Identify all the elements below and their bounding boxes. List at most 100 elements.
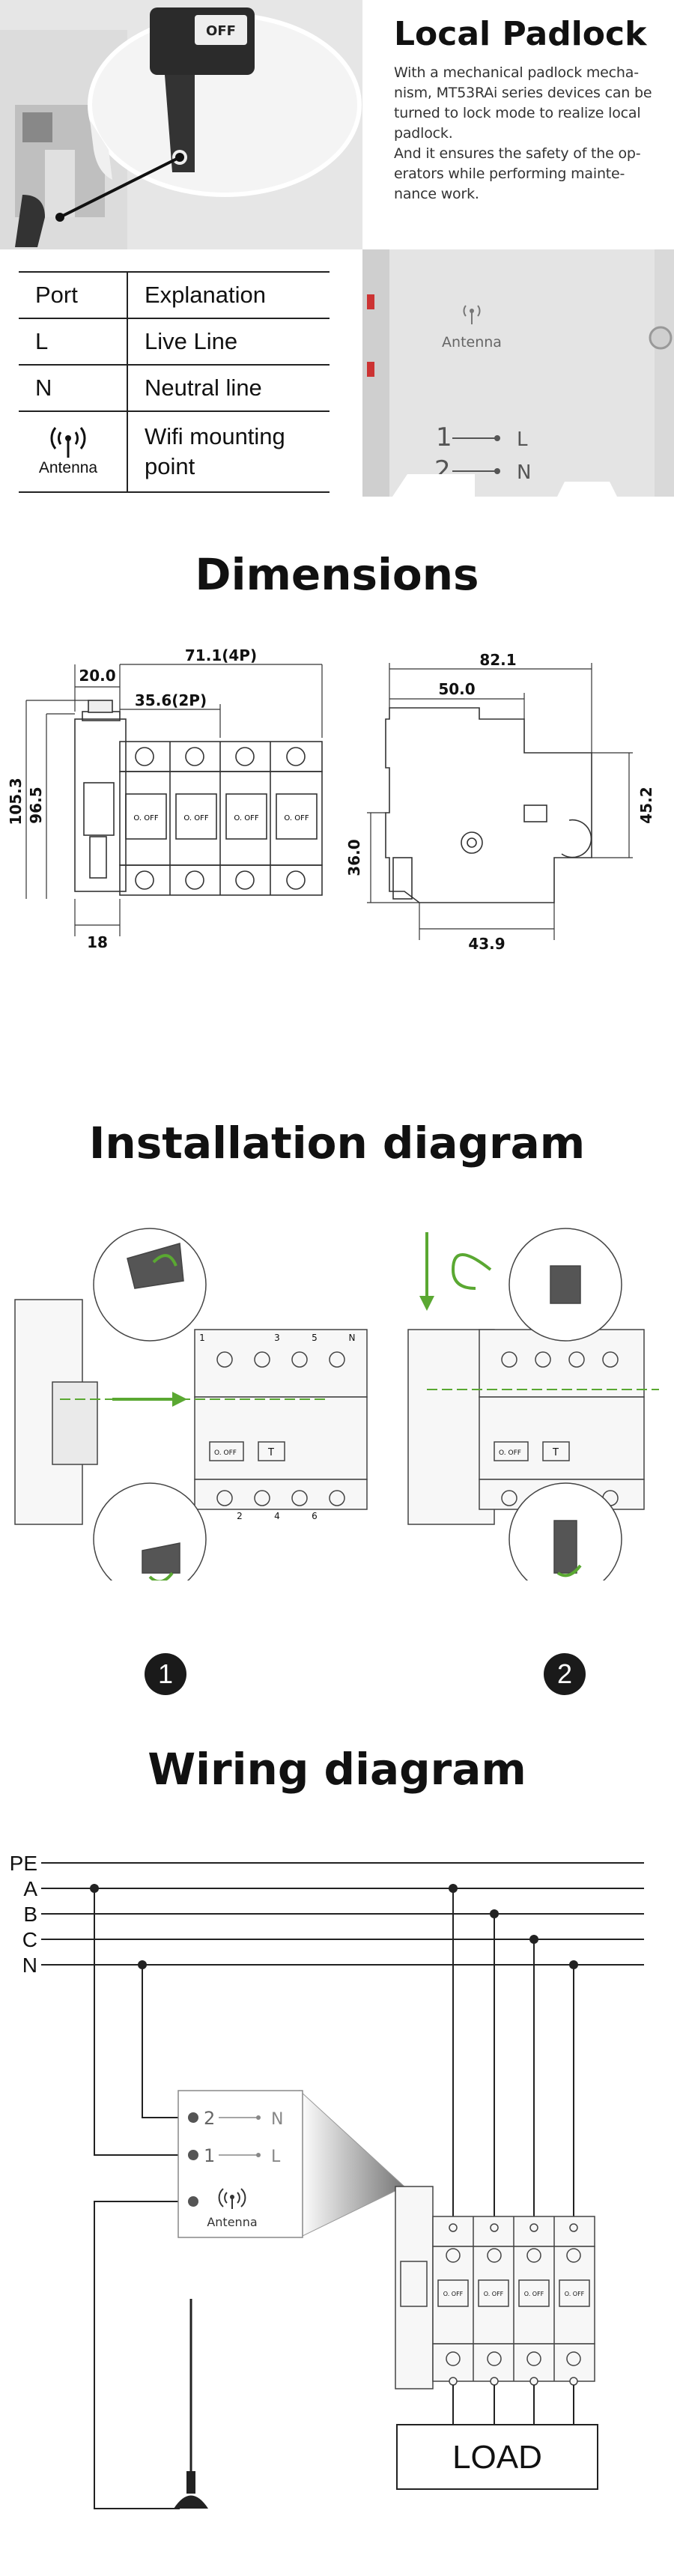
port-table: Port Explanation L Live Line N Neutral l… [19,271,330,493]
side-view [385,707,592,903]
installation-drawing: O. OFF T 1 3 5 N 2 4 6 O. OFF T [14,1228,659,1581]
bus-label: PE [10,1852,37,1875]
callout-row2-num: 1 [204,2145,215,2166]
antenna-label: Antenna [38,459,98,476]
dim-width-4p: 71.1(4P) [185,646,257,664]
dim-side-top: 50.0 [438,680,475,698]
port-photo-illustration: Antenna 1 L 2 N [362,249,674,517]
desc-line: padlock. [394,125,453,142]
installation-step2-illustration [407,1228,645,1581]
desc-line: With a mechanical padlock mecha- [394,64,639,81]
down-arrow-head [419,1296,434,1311]
dim-top-offset: 20.0 [79,667,115,685]
dim-side-total: 82.1 [479,651,516,669]
photo-line2-label: N [517,461,531,484]
callout-row2-label: L [271,2148,281,2166]
external-antenna-icon [174,2299,208,2509]
photo-line1-num: 1 [436,422,452,452]
breaker-off-label: O. OFF [443,2291,464,2297]
wiring-title: Wiring diagram [148,1744,526,1795]
step-1-badge: 1 [145,1653,186,1695]
callout-antenna-icon [218,2188,246,2209]
explanation-cell: Neutral line [127,364,330,412]
desc-line: erators while performing mainte- [394,166,625,182]
breaker-off-label: O. OFF [524,2291,544,2297]
port-row: N Neutral line [19,364,330,412]
rotate-arrow [556,1564,582,1578]
port-header: Port [19,271,128,319]
port-cell: L [19,318,128,366]
port-cell: Antenna [19,410,128,493]
photo-off-label: OFF [206,23,236,39]
dimensions-title: Dimensions [195,549,479,600]
explanation-header: Explanation [127,271,330,319]
insert-arrow-head [172,1392,187,1407]
desc-line: nism, MT53RAi series devices can be [394,85,652,101]
step1-test-button-label: T [267,1447,274,1458]
explanation-line: point [145,453,195,479]
bus-label: A [23,1877,37,1900]
port-row: L Live Line [19,318,330,366]
callout-cone [299,2089,405,2238]
port-row: Antenna Wifi mounting point [19,410,330,493]
dim-height-total: 105.3 [7,778,25,825]
dimensions-drawing: O. OFF O. OFF O. OFF O. OFF 20.0 71.1(4P… [7,646,655,953]
port-photo: Antenna 1 L 2 N [362,249,674,517]
terminal-number: N [349,1333,356,1343]
wiring-diagram: PE A B C N 2 N 1 L [10,1852,644,2509]
photo-antenna-label: Antenna [442,334,502,351]
breaker-off-label: O. OFF [484,2291,504,2297]
terminal-number: 1 [199,1333,205,1343]
bus-label: B [23,1903,37,1926]
explanation-cell: Wifi mounting point [127,410,330,493]
dim-side-right: 45.2 [637,787,655,823]
dim-side-left: 36.0 [345,839,363,876]
step2-off-label: O. OFF [499,1449,521,1457]
dim-bottom: 18 [87,933,108,951]
photo-antenna-icon [463,305,481,324]
front-view [74,700,323,896]
dim-width-2p: 35.6(2P) [135,691,207,709]
terminal-number: 6 [312,1511,318,1521]
bus-label: N [22,1954,37,1977]
callout-box [177,2090,303,2238]
step2-test-button-label: T [552,1447,559,1458]
rotate-arrow [148,1572,174,1581]
dim-side-bottom: 43.9 [468,935,505,953]
explanation-cell: Live Line [127,318,330,366]
terminal-number: 5 [312,1333,318,1343]
callout-row1-label: N [271,2110,283,2129]
antenna-icon [50,427,86,458]
breaker-illustration [395,2186,595,2389]
front-off-label: O. OFF [133,814,158,822]
rotate-arrow [152,1254,177,1267]
desc-line: And it ensures the safety of the op- [394,145,641,162]
terminal-number: 3 [274,1333,280,1343]
front-off-label: O. OFF [284,814,309,822]
installation-title: Installation diagram [88,1118,586,1169]
terminal-number: 4 [274,1511,280,1521]
dim-height-body: 96.5 [27,787,45,823]
step1-off-label: O. OFF [214,1449,237,1457]
bus-label: C [22,1928,37,1951]
load-label: LOAD [452,2439,542,2476]
front-off-label: O. OFF [234,814,258,822]
breaker-off-label: O. OFF [565,2291,585,2297]
padlock-title: Local Padlock [394,15,647,53]
step-2-badge: 2 [544,1653,586,1695]
desc-line: nance work. [394,186,479,202]
padlock-description: With a mechanical padlock mecha- nism, M… [394,63,664,204]
front-off-label: O. OFF [183,814,208,822]
explanation-line: Wifi mounting [145,423,285,449]
load-box [396,2424,598,2490]
photo-line1-label: L [517,428,528,451]
callout-antenna-label: Antenna [207,2215,257,2229]
callout-row1-num: 2 [204,2108,215,2129]
padlock-photo: OFF [0,0,362,249]
padlock-photo-illustration: OFF [0,0,362,249]
port-table-header: Port Explanation [19,271,330,319]
desc-line: turned to lock mode to realize local [394,105,641,121]
port-cell: N [19,364,128,412]
terminal-number: 2 [237,1511,243,1521]
rotate-arrow [451,1253,492,1290]
